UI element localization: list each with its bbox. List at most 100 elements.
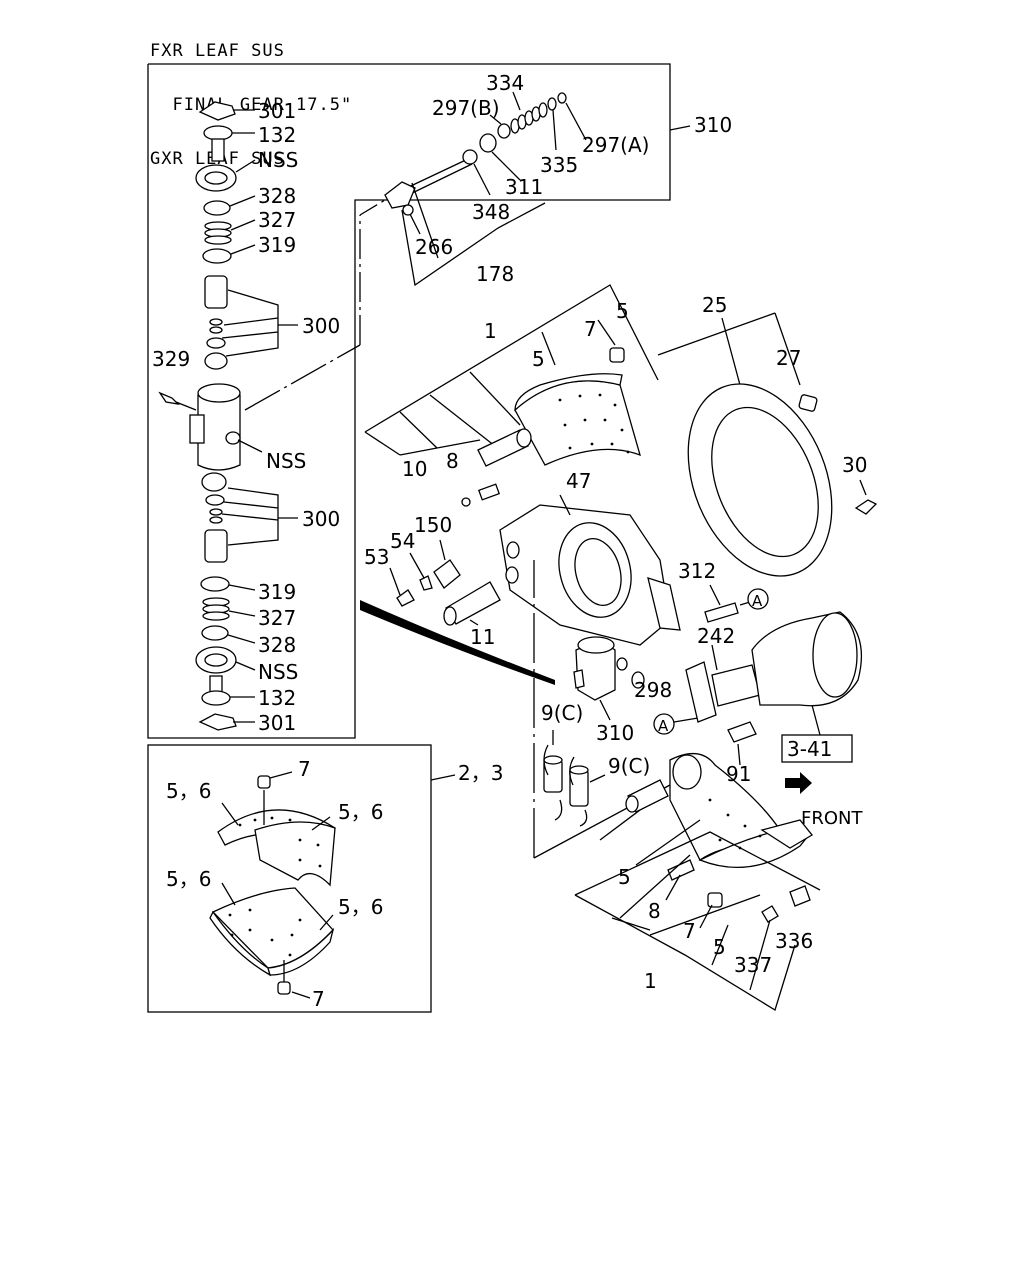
adjuster-rod-group [384, 91, 587, 287]
label-5-6b: 5，6 [338, 800, 383, 824]
label-nss-a: NSS [258, 148, 298, 172]
label-298: 298 [634, 678, 672, 702]
shoe-rivets-lower [708, 798, 762, 850]
header-line-1: FXR LEAF SUS [150, 41, 285, 61]
clip-part-301b [198, 713, 237, 731]
label-8a: 8 [446, 449, 459, 473]
actuator-310 [360, 600, 645, 721]
shoe-roller-bore [672, 754, 702, 790]
label-297b: 297(B) [432, 96, 500, 120]
dust-shield-inner [711, 406, 819, 558]
label-nss-c: NSS [258, 660, 298, 684]
label-178: 178 [476, 262, 514, 286]
marker-a-1 [747, 588, 769, 610]
marker-a-2 [653, 713, 675, 735]
link-line-housing [244, 344, 361, 411]
roller-9c-b [569, 769, 589, 807]
fitting-part-91 [727, 721, 757, 743]
inset-box-outline [147, 744, 432, 1013]
plunger-part-300a [204, 275, 228, 309]
shoe-end-plate [760, 819, 813, 849]
label-328a: 328 [258, 184, 296, 208]
label-47: 47 [566, 469, 591, 493]
washer-348 [462, 149, 478, 165]
adjuster-stack-lower [195, 472, 298, 731]
bracket-300a-mid1 [223, 317, 279, 326]
housing-boss [189, 414, 205, 444]
clip-part-301a [198, 101, 236, 121]
label-5a: 5 [616, 299, 629, 323]
ring-small-300b [205, 494, 225, 506]
bracket-300b-bot [227, 518, 279, 546]
label-319b: 319 [258, 580, 296, 604]
boxes [147, 63, 691, 1013]
bolt-part-30 [854, 499, 878, 515]
label-9c-b: 9(C) [608, 754, 650, 778]
label-53: 53 [364, 545, 389, 569]
bracket-lower-a [574, 831, 821, 896]
reference-markers [653, 588, 769, 735]
label-300b: 300 [302, 507, 340, 531]
left-stack-leaders [227, 109, 256, 723]
chamber-neck [711, 664, 761, 707]
bracket-300a-top [227, 289, 279, 325]
spring-334 [510, 102, 548, 134]
leader-nss-b [237, 439, 263, 453]
bracket-300a-mid2 [221, 331, 279, 339]
label-91: 91 [726, 762, 751, 786]
adjuster-stack-upper [195, 101, 298, 370]
spider-bore-inner [574, 538, 622, 606]
anchor-pin-end [443, 606, 457, 626]
label-7c: 7 [298, 757, 311, 781]
label-319a: 319 [258, 233, 296, 257]
screw-part-132a [211, 138, 225, 162]
label-1a: 1 [484, 319, 497, 343]
label-310a: 310 [694, 113, 732, 137]
label-7a: 7 [584, 317, 597, 341]
reference-box-3-41 [781, 734, 853, 763]
actuator-side [573, 669, 585, 689]
label-312: 312 [678, 559, 716, 583]
cap-part-132b [201, 690, 231, 706]
label-336: 336 [775, 929, 813, 953]
housing-top [197, 383, 241, 403]
bolt-part-53 [396, 589, 415, 607]
label-242: 242 [697, 624, 735, 648]
label-7b: 7 [683, 919, 696, 943]
rod-nut-266 [402, 204, 414, 216]
plug-part-27 [798, 394, 818, 412]
label-nss-b: NSS [266, 449, 306, 473]
spring-small-300b [209, 508, 223, 516]
label-301a: 301 [258, 99, 296, 123]
plunger-part-300b [204, 529, 228, 563]
diagram-header: FXR LEAF SUS FINAL GEAR 17.5" GXR LEAF S… [150, 6, 352, 186]
brake-chamber-242 [685, 611, 862, 766]
chamber-end [812, 612, 858, 698]
leader-329 [175, 401, 197, 411]
label-54: 54 [390, 529, 415, 553]
dash-dot-links [244, 199, 386, 411]
gear-311 [479, 133, 497, 153]
label-5-6d: 5，6 [338, 895, 383, 919]
label-circle-a-1: A [752, 592, 763, 610]
bolt-part-312 [704, 602, 739, 623]
spider-hole-b [505, 566, 519, 584]
spring-part-327b [202, 597, 230, 621]
label-132a: 132 [258, 123, 296, 147]
rod-head [384, 181, 416, 209]
lining-lower-rivets [228, 908, 302, 957]
ring-335 [547, 97, 557, 111]
actuator-top [577, 636, 615, 654]
label-337: 337 [734, 953, 772, 977]
seal-inner-nss-a [204, 171, 228, 185]
label-301b: 301 [258, 711, 296, 735]
clip-part-336 [789, 885, 811, 907]
cup-part-300b [201, 472, 227, 492]
chamber-mount-plate [685, 661, 717, 723]
label-7d: 7 [312, 987, 325, 1011]
left-box-outline [147, 63, 671, 739]
label-27: 27 [776, 346, 801, 370]
label-1b: 1 [644, 969, 657, 993]
spring-small-300a [209, 318, 223, 326]
